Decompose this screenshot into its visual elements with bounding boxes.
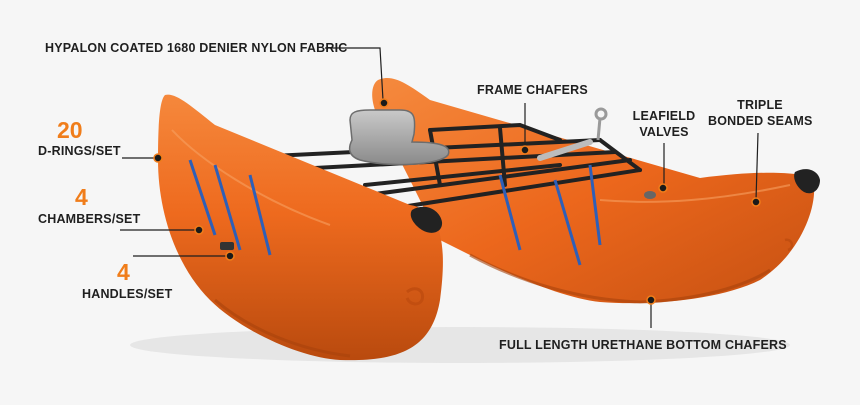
leafield-valves-line-2: VALVES: [639, 125, 689, 139]
leader-lines: [120, 47, 759, 328]
seat: [348, 109, 450, 166]
leafield-valves-label: LEAFIELD VALVES: [626, 108, 702, 140]
triple-seams-line-2: BONDED SEAMS: [708, 114, 813, 128]
right-pontoon-nose-cap: [794, 169, 820, 194]
handles-label: HANDLES/SET: [82, 287, 173, 301]
handle-icon: [220, 242, 234, 250]
triple-seams-line-1: TRIPLE: [737, 98, 783, 112]
hardware: [220, 191, 794, 252]
handles-count: 4: [117, 259, 130, 285]
triple-seams-label: TRIPLE BONDED SEAMS: [708, 97, 812, 129]
frame-chafers-label: FRAME CHAFERS: [477, 83, 588, 97]
left-pontoon-nose-cap: [410, 206, 443, 233]
handle-icon: [405, 287, 425, 306]
d-rings-count: 20: [57, 117, 83, 143]
d-ring-icon: [784, 238, 794, 252]
tie-down-straps: [188, 159, 602, 266]
chambers-label: CHAMBERS/SET: [38, 212, 141, 226]
chambers-count: 4: [75, 184, 88, 210]
bottom-chafers-label: FULL LENGTH URETHANE BOTTOM CHAFERS: [499, 338, 787, 352]
callout-dots: [153, 98, 761, 305]
fabric-label: HYPALON COATED 1680 DENIER NYLON FABRIC: [45, 41, 348, 55]
d-rings-label: D-RINGS/SET: [38, 144, 121, 158]
leafield-valves-line-1: LEAFIELD: [632, 109, 696, 123]
left-pontoon: [158, 94, 443, 361]
valve-icon: [644, 191, 656, 199]
